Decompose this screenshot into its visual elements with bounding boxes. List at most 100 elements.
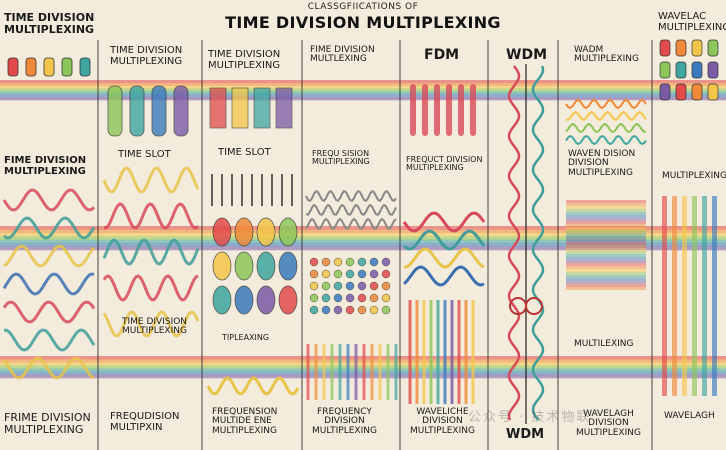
horizontal-color-band <box>0 239 726 244</box>
carrier-wave <box>565 134 647 146</box>
signal-wave <box>404 247 485 269</box>
frequency-dot <box>321 281 331 291</box>
col8-mid-label: MULTIPLEXING <box>662 171 726 181</box>
slot-pill <box>675 83 687 101</box>
slot-pill <box>675 39 687 57</box>
spectrum-stripe <box>566 233 646 236</box>
spectrum-stripe <box>566 200 646 203</box>
horizontal-color-band <box>0 236 726 241</box>
slot-pill <box>659 83 671 101</box>
carrier-wave <box>565 98 647 110</box>
signal-wave <box>2 272 95 296</box>
col4-top-label: FIME DIVISION MULTLEXING <box>310 45 375 65</box>
signal-pulse <box>234 285 254 315</box>
signal-wave <box>2 188 96 212</box>
col4-mid-label: FREQU SISION MULTIPLEXING <box>312 149 370 167</box>
spectrum-stripe <box>566 269 646 272</box>
col7-low-label: MULTILEXING <box>574 339 634 349</box>
frequency-dot <box>321 269 331 279</box>
spectrum-stripe <box>566 251 646 254</box>
frequency-dot <box>345 305 355 315</box>
signal-pulse <box>234 217 254 247</box>
frequency-dot <box>357 257 367 267</box>
carrier-wave <box>305 189 397 203</box>
spectrum-stripe <box>566 260 646 263</box>
signal-wave <box>402 265 485 287</box>
wavelength-channel <box>712 196 717 396</box>
frequency-dot <box>369 281 379 291</box>
channel-bar <box>434 84 440 136</box>
signal-wave <box>103 202 200 230</box>
spectrum-stripe <box>566 209 646 212</box>
signal-pulse <box>212 217 232 247</box>
slot-pill <box>691 83 703 101</box>
frequency-dot <box>357 281 367 291</box>
col6-bottom-label: WDM <box>506 427 545 442</box>
slot-pill <box>7 57 19 77</box>
optical-signal <box>507 65 521 421</box>
col7-top-label: WADM MULTIPLEXING <box>574 45 639 65</box>
col6-top-label: WDM <box>506 47 547 63</box>
col8-top-label: WAVELAC MULTIPLEXING <box>658 11 726 33</box>
time-slot-block <box>107 85 123 137</box>
frequency-dot <box>345 269 355 279</box>
slot-pill <box>659 61 671 79</box>
frequency-dot <box>321 257 331 267</box>
frequency-dot <box>333 293 343 303</box>
col3-low-label: TIPLEAXING <box>222 333 270 342</box>
signal-wave <box>2 356 95 380</box>
spectrum-stripe <box>566 284 646 287</box>
optical-signal <box>531 65 545 421</box>
spectrum-stripe <box>566 203 646 206</box>
col7-bottom-label: WAVELAGH DIVISION MULTIPLEXING <box>576 409 641 438</box>
spectrum-stripe <box>566 215 646 218</box>
signal-wave <box>206 376 300 396</box>
slot-pill <box>707 83 719 101</box>
wavelength-channel <box>672 196 677 396</box>
col1-bottom-label: FRIME DIVISION MULTIPLEXING <box>4 411 91 436</box>
slot-pill <box>79 57 91 77</box>
horizontal-color-band <box>0 91 726 95</box>
frequency-dot <box>333 257 343 267</box>
slot-pill <box>25 57 37 77</box>
col3-bottom-label: FREQUENSION MULTIDE ENE MULTIPLEXING <box>212 407 278 436</box>
time-slot-block <box>151 85 167 137</box>
frequency-dot <box>381 257 391 267</box>
spectrum-stripe <box>566 287 646 290</box>
frequency-dot <box>381 281 391 291</box>
frequency-dot <box>369 269 379 279</box>
spectrum-stripe <box>566 218 646 221</box>
frequency-dot <box>321 293 331 303</box>
frequency-dot <box>357 293 367 303</box>
frequency-dot <box>333 269 343 279</box>
signal-pulse <box>256 285 276 315</box>
channel-bar <box>446 84 452 136</box>
time-slot-block <box>231 87 249 129</box>
signal-pulse <box>278 285 298 315</box>
frequency-dot <box>369 305 379 315</box>
time-slot-block <box>129 85 145 137</box>
col2-bottom-label: FREQUDISION MULTIPXIN <box>110 411 180 433</box>
frequency-dot <box>309 305 319 315</box>
carrier-wave <box>565 123 647 133</box>
spectrum-stripe <box>566 266 646 269</box>
slot-pill <box>707 39 719 57</box>
slot-pill <box>43 57 55 77</box>
spectrum-stripe <box>566 245 646 248</box>
channel-bar <box>422 84 428 136</box>
horizontal-color-band <box>0 94 726 98</box>
col3-top-label: TIME DIVISION MULTIPLEXING <box>208 49 281 71</box>
signal-wave <box>102 166 200 194</box>
header-subtitle: CLASSGFIICATIONS OF <box>307 2 419 12</box>
frequency-dot <box>309 293 319 303</box>
signal-pulse <box>278 251 298 281</box>
col4-bottom-label: FREQUENCY DIVISION MULTIPLEXING <box>312 407 377 436</box>
signal-wave <box>102 238 200 266</box>
horizontal-color-band <box>0 88 726 92</box>
slot-pill <box>691 61 703 79</box>
frequency-dot <box>381 305 391 315</box>
frequency-dot <box>369 293 379 303</box>
frequency-dot <box>321 305 331 315</box>
time-slot-block <box>253 87 271 129</box>
